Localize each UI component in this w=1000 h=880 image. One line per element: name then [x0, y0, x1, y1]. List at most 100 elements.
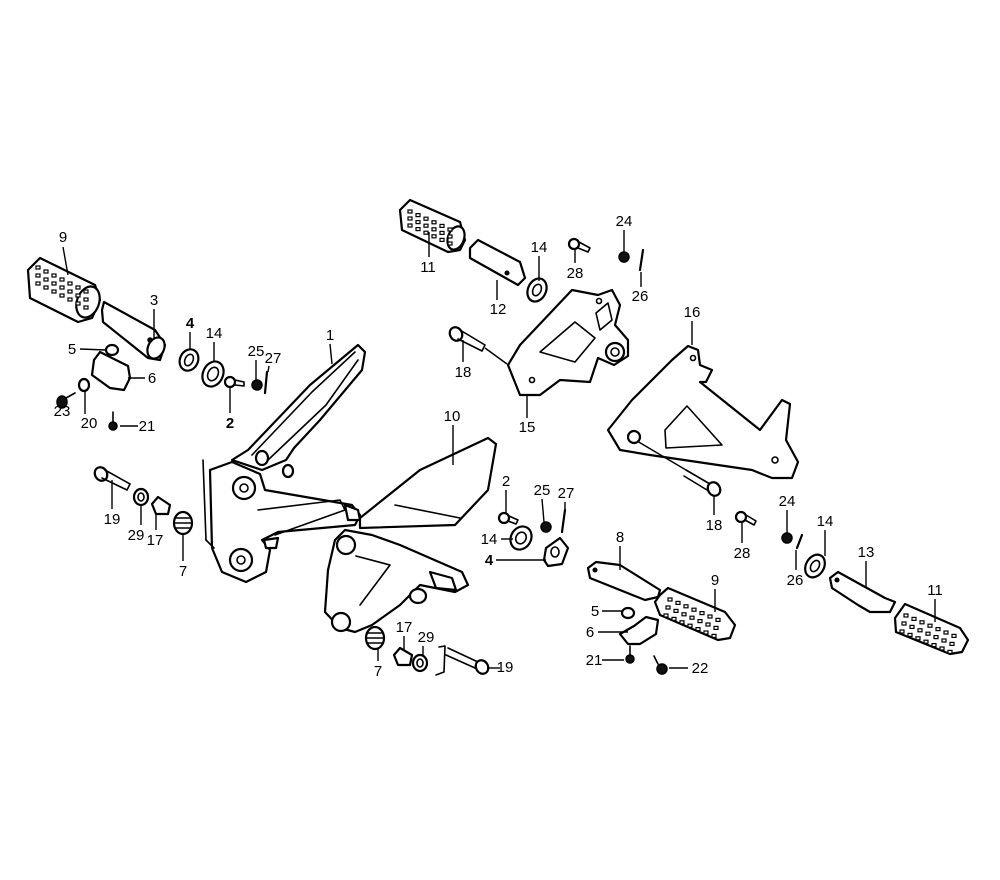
- callout-label: 6: [586, 624, 594, 641]
- cotter-pin-26-right: [795, 533, 804, 550]
- callout-14: 14: [481, 531, 513, 548]
- grip-texture: [415, 227, 421, 232]
- pin-2-left: [223, 375, 245, 389]
- callout-5: 5: [591, 603, 622, 620]
- bracket-6-mid: [618, 615, 660, 646]
- callout-13: 13: [858, 544, 874, 588]
- callout-19: 19: [489, 659, 513, 676]
- washer-29-left: [132, 487, 150, 507]
- washer-14-left: [201, 360, 225, 388]
- grip-texture: [941, 638, 947, 643]
- grip-texture: [943, 630, 949, 635]
- grip-texture: [51, 281, 57, 286]
- collar-17-left: [150, 495, 172, 516]
- callout-4: 4: [186, 315, 195, 350]
- callout-label: 4: [186, 315, 195, 332]
- callout-21: 21: [586, 652, 624, 669]
- callout-16: 16: [684, 304, 700, 345]
- callout-29: 29: [128, 505, 144, 544]
- callout-label: 23: [54, 403, 71, 420]
- bolt-23: [56, 392, 76, 409]
- callout-14: 14: [206, 325, 222, 362]
- callout-9: 9: [59, 229, 69, 276]
- callout-label: 25: [534, 482, 551, 499]
- callout-17: 17: [147, 514, 164, 549]
- callout-22: 22: [669, 660, 708, 677]
- grip-texture: [711, 633, 717, 639]
- washer-4-left: [178, 348, 200, 372]
- callout-9: 9: [711, 572, 719, 612]
- heel-guard-10: [323, 436, 498, 634]
- callout-label: 15: [519, 419, 536, 436]
- grip-texture: [43, 277, 49, 282]
- callout-label: 10: [444, 408, 461, 425]
- grip-texture: [431, 234, 437, 239]
- callout-label: 21: [586, 652, 603, 669]
- nut-25-mid: [540, 521, 552, 533]
- callout-label: 29: [418, 629, 435, 646]
- grip-texture: [35, 281, 41, 286]
- grip-texture: [447, 241, 453, 246]
- callout-label: 17: [147, 532, 164, 549]
- callout-28: 28: [734, 523, 750, 562]
- callout-14: 14: [817, 513, 833, 556]
- grip-texture: [705, 622, 711, 627]
- cotter-pin-27-mid: [560, 508, 567, 534]
- grip-texture: [415, 213, 421, 218]
- screw-22: [653, 655, 668, 675]
- callout-label: 28: [567, 265, 584, 282]
- callout-label: 7: [179, 563, 187, 580]
- grip-texture: [35, 273, 41, 278]
- grip-texture: [707, 614, 713, 619]
- callout-2: 2: [226, 388, 234, 432]
- grip-texture: [447, 227, 453, 232]
- leader-line: [541, 498, 545, 523]
- callout-24: 24: [616, 213, 632, 252]
- grip-texture: [713, 625, 719, 631]
- callout-27: 27: [265, 350, 281, 373]
- grip-texture: [67, 297, 73, 302]
- grip-texture: [75, 293, 81, 298]
- callout-18: 18: [455, 340, 471, 381]
- callout-label: 25: [248, 343, 265, 360]
- grip-texture: [59, 285, 65, 290]
- screw-21-left: [108, 411, 118, 431]
- grip-texture: [407, 209, 413, 214]
- callout-label: 4: [485, 552, 494, 569]
- callout-26: 26: [632, 272, 649, 305]
- grip-texture: [681, 612, 687, 617]
- callout-29: 29: [418, 629, 435, 655]
- grip-texture: [439, 230, 445, 235]
- grip-texture: [665, 605, 671, 610]
- footpeg-13: [828, 570, 897, 614]
- callout-18: 18: [706, 496, 722, 534]
- grip-texture: [675, 600, 681, 606]
- callout-24: 24: [779, 493, 796, 533]
- callout-label: 26: [632, 288, 649, 305]
- grip-texture: [415, 220, 421, 225]
- callout-label: 21: [139, 418, 156, 435]
- step-bracket-1: [202, 343, 367, 584]
- bolt-18-right: [683, 469, 722, 497]
- callout-label: 9: [59, 229, 67, 246]
- callout-label: 24: [779, 493, 796, 510]
- callout-label: 1: [326, 327, 334, 344]
- grip-texture: [423, 223, 429, 228]
- footpeg-rubber-11-top: [398, 198, 467, 254]
- grip-texture: [949, 641, 955, 647]
- grip-texture: [447, 234, 453, 239]
- callout-label: 11: [420, 259, 436, 276]
- callout-label: 20: [81, 415, 98, 432]
- callout-19: 19: [104, 480, 120, 528]
- grip-texture: [899, 629, 905, 634]
- callout-label: 14: [531, 239, 548, 256]
- callout-20: 20: [81, 391, 98, 432]
- grip-texture: [423, 216, 429, 221]
- callout-label: 11: [927, 582, 943, 599]
- callout-label: 22: [692, 660, 709, 677]
- pin-2-mid: [497, 511, 519, 525]
- footpeg-rubber-9-left: [26, 256, 102, 324]
- callout-23: 23: [54, 403, 71, 420]
- nut-5-mid: [620, 606, 636, 620]
